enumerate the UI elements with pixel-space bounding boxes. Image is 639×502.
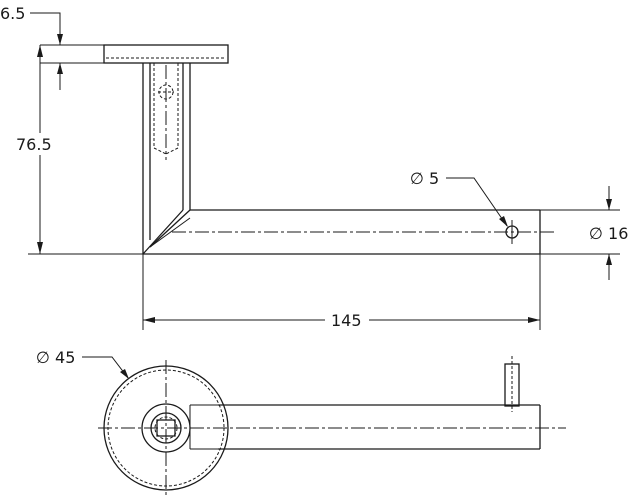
flange-plate — [103, 44, 229, 64]
flange-diameter-label: ∅ 45 — [36, 348, 75, 367]
hole-diameter-label: ∅ 5 — [410, 169, 439, 188]
set-screw-boss — [504, 363, 520, 407]
plan-view: ∅ 45 — [36, 348, 566, 496]
post-height-label: 76.5 — [16, 135, 52, 154]
dim-flange-thickness: 6.5 — [0, 4, 104, 90]
dim-post-height: 76.5 — [14, 45, 143, 255]
dim-flange-diameter: ∅ 45 — [36, 348, 129, 379]
horizontal-arm — [142, 209, 556, 255]
dim-hole-diameter: ∅ 5 — [410, 169, 508, 227]
dim-arm-length: 145 — [142, 254, 541, 330]
side-view: 6.5 76.5 ∅ 5 ∅ 16 — [0, 4, 628, 330]
vertical-post — [142, 63, 191, 254]
arm-length-label: 145 — [331, 311, 362, 330]
arm-diameter-label: ∅ 16 — [589, 224, 628, 243]
flange-thickness-label: 6.5 — [0, 4, 25, 23]
dim-arm-diameter: ∅ 16 — [540, 186, 628, 280]
